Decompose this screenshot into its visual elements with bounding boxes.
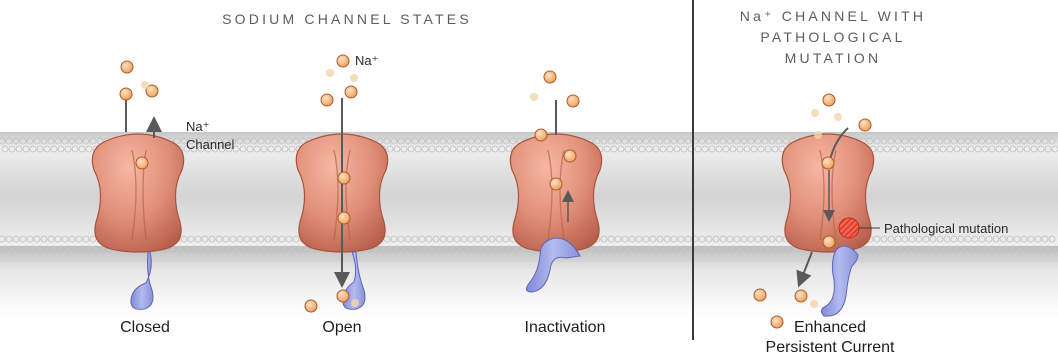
sodium-ion	[822, 157, 834, 169]
channel-protein	[510, 134, 601, 252]
sodium-ion	[141, 81, 149, 89]
sodium-ion	[345, 86, 357, 98]
header-left-title: SODIUM CHANNEL STATES	[222, 11, 472, 27]
sodium-ion	[823, 236, 835, 248]
sodium-ion	[567, 95, 579, 107]
sodium-ion	[564, 150, 576, 162]
sodium-ion	[754, 289, 766, 301]
state-label-closed: Closed	[120, 319, 170, 336]
sodium-ion	[834, 113, 842, 121]
ion-label-na: Na⁺	[355, 53, 378, 68]
sodium-ion	[121, 61, 133, 73]
header-right-title-line3: MUTATION	[785, 50, 882, 66]
mutation-site	[839, 218, 859, 238]
state-label-enhanced: Enhanced	[794, 319, 866, 336]
sodium-ion	[326, 69, 334, 77]
sodium-ion	[859, 119, 871, 131]
sodium-ion	[120, 88, 132, 100]
sodium-ion	[544, 71, 556, 83]
pathological-mutation-label: Pathological mutation	[884, 221, 1008, 236]
sodium-ion	[795, 290, 807, 302]
sodium-ion	[530, 93, 538, 101]
sodium-ion	[810, 300, 818, 308]
sodium-ion	[338, 212, 350, 224]
state-label-persistent-current: Persistent Current	[766, 339, 895, 356]
state-label-inactivation: Inactivation	[525, 319, 606, 336]
sodium-ion	[337, 290, 349, 302]
state-label-open: Open	[322, 319, 361, 336]
sodium-ion	[305, 300, 317, 312]
sodium-ion	[535, 129, 547, 141]
channel-protein	[92, 134, 183, 252]
header-right-title-line2: PATHOLOGICAL	[760, 29, 905, 45]
sodium-ion	[136, 157, 148, 169]
sodium-ion	[550, 178, 562, 190]
sodium-ion	[338, 172, 350, 184]
channel-protein	[782, 134, 873, 252]
channel-label-na: Na⁺	[186, 119, 209, 134]
sodium-ion	[823, 94, 835, 106]
sodium-ion	[321, 94, 333, 106]
sodium-ion	[337, 55, 349, 67]
channel-label-channel: Channel	[186, 137, 235, 152]
sodium-ion	[811, 109, 819, 117]
header-right-title-line1: Na⁺ CHANNEL WITH	[740, 8, 926, 24]
sodium-ion	[814, 131, 822, 139]
sodium-ion	[351, 299, 359, 307]
sodium-ion	[771, 316, 783, 328]
sodium-ion	[350, 74, 358, 82]
